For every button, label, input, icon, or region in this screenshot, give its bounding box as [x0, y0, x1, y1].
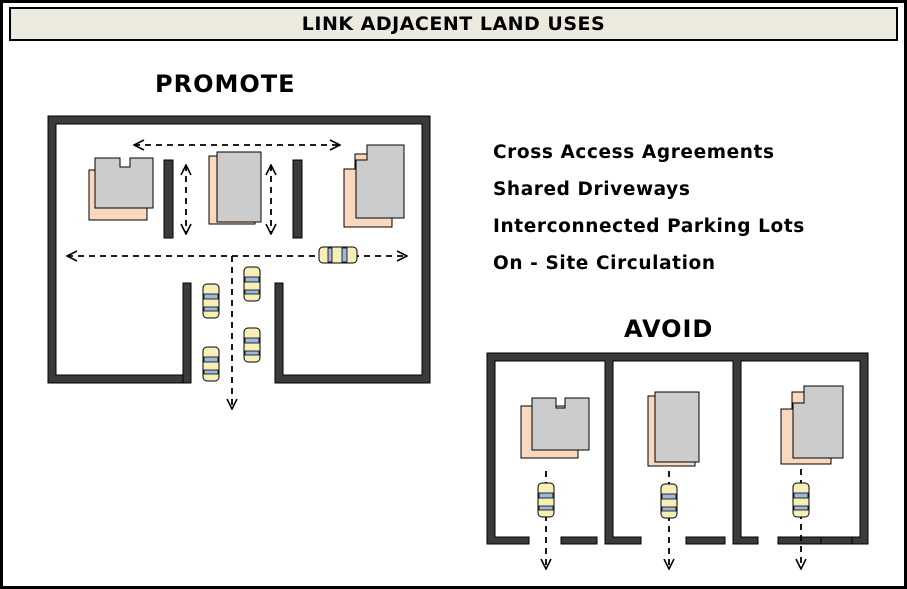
building-icon [88, 157, 154, 221]
benefit-on-site-circulation: On - Site Circulation [493, 253, 716, 274]
car-icon [243, 327, 261, 363]
site-plans [47, 115, 869, 586]
building-icon [780, 385, 844, 465]
car-icon [660, 483, 678, 519]
promote-site-plan [47, 115, 431, 409]
car-icon [243, 266, 261, 302]
building-icon [208, 151, 262, 225]
building-icon [520, 397, 590, 459]
divider-wall [292, 159, 303, 239]
car-icon [318, 246, 358, 264]
car-icon [202, 346, 220, 382]
benefit-shared-driveways: Shared Driveways [493, 179, 691, 200]
divider-wall [163, 159, 174, 239]
avoid-site-plan [486, 352, 869, 569]
title-banner: LINK ADJACENT LAND USES [9, 7, 898, 41]
avoid-boundary-wall [486, 352, 869, 545]
benefit-interconnected-parking: Interconnected Parking Lots [493, 216, 805, 237]
car-icon [202, 283, 220, 319]
building-icon [343, 144, 405, 228]
promote-boundary-wall [47, 115, 431, 384]
benefit-cross-access: Cross Access Agreements [493, 142, 775, 163]
benefits-list: Cross Access Agreements Shared Driveways… [493, 141, 805, 289]
car-icon [537, 482, 555, 518]
car-icon [792, 482, 810, 518]
promote-heading: PROMOTE [155, 70, 296, 98]
building-icon [647, 391, 700, 467]
avoid-heading: AVOID [624, 315, 714, 343]
